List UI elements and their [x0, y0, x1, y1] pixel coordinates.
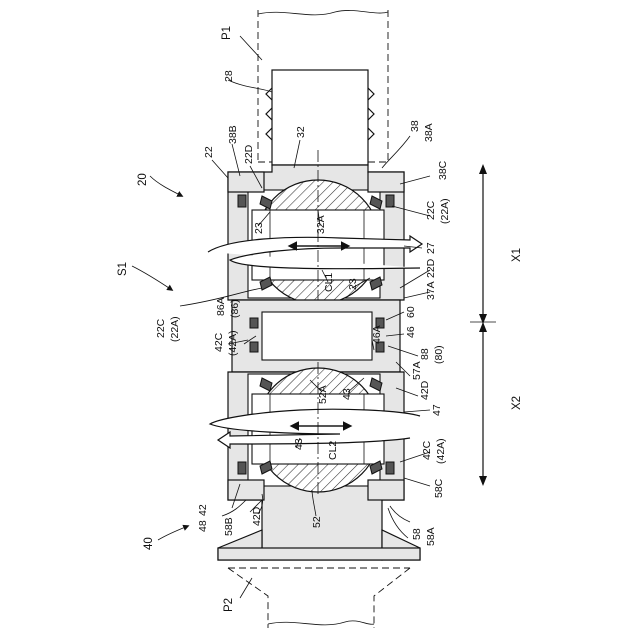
- label-52: 52: [311, 516, 323, 528]
- label-42c-r: 42C: [421, 440, 433, 460]
- label-x2: X2: [511, 396, 523, 410]
- label-48: 48: [197, 520, 209, 532]
- label-38b: 38B: [227, 125, 239, 144]
- label-23-a: 23: [253, 222, 265, 234]
- label-42: 42: [197, 504, 209, 516]
- label-cl1: CL1: [323, 273, 335, 292]
- label-43-b: 43: [293, 438, 305, 450]
- label-42d-r: 42D: [419, 380, 431, 400]
- label-42a-l: (42A): [227, 330, 239, 356]
- label-22d-top: 22D: [243, 144, 255, 164]
- label-86a: 86A: [215, 297, 227, 316]
- upper-nipple: [266, 70, 374, 165]
- label-22c-l: 22C: [155, 318, 167, 338]
- label-22c-r: 22C: [425, 200, 437, 220]
- label-22d-r: 22D: [425, 258, 437, 278]
- label-cl2: CL2: [327, 441, 339, 460]
- label-58a: 58A: [425, 527, 437, 546]
- label-42c-l: 42C: [213, 332, 225, 352]
- pipe-p2-phantom: [228, 568, 410, 628]
- label-52a: 52A: [317, 385, 329, 404]
- label-46: 46: [405, 326, 417, 338]
- label-57a: 57A: [411, 361, 423, 380]
- label-38: 38: [409, 120, 421, 132]
- label-43-a: 43: [341, 388, 353, 400]
- label-42a-r: (42A): [435, 438, 447, 464]
- label-80: (80): [433, 345, 445, 364]
- label-40: 40: [143, 537, 155, 550]
- label-86: (86): [229, 299, 241, 318]
- label-x1: X1: [511, 248, 523, 262]
- label-58: 58: [411, 528, 423, 540]
- label-27: 27: [425, 242, 437, 254]
- label-58c: 58C: [433, 478, 445, 498]
- label-32: 32: [295, 126, 307, 138]
- label-p1: P1: [221, 26, 233, 40]
- label-88: 88: [419, 348, 431, 360]
- label-58b: 58B: [223, 517, 235, 536]
- label-38c: 38C: [437, 160, 449, 180]
- dimension-x2: [479, 322, 487, 486]
- label-s1: S1: [117, 262, 129, 276]
- label-22a-l: (22A): [169, 316, 181, 342]
- label-47: 47: [431, 404, 443, 416]
- label-60: 60: [405, 306, 417, 318]
- label-20: 20: [137, 173, 149, 186]
- label-37a: 37A: [425, 281, 437, 300]
- assembly-arrows: [132, 176, 188, 540]
- dimension-x1: [470, 164, 496, 324]
- label-22a-r: (22A): [439, 198, 451, 224]
- label-22: 22: [203, 146, 215, 158]
- label-38a: 38A: [423, 123, 435, 142]
- label-28: 28: [223, 70, 235, 82]
- label-42d-l: 42D: [251, 506, 263, 526]
- label-23-b: 23: [347, 278, 359, 290]
- label-32a: 32A: [315, 215, 327, 234]
- label-p2: P2: [223, 598, 235, 612]
- label-46a: 46A: [371, 325, 383, 344]
